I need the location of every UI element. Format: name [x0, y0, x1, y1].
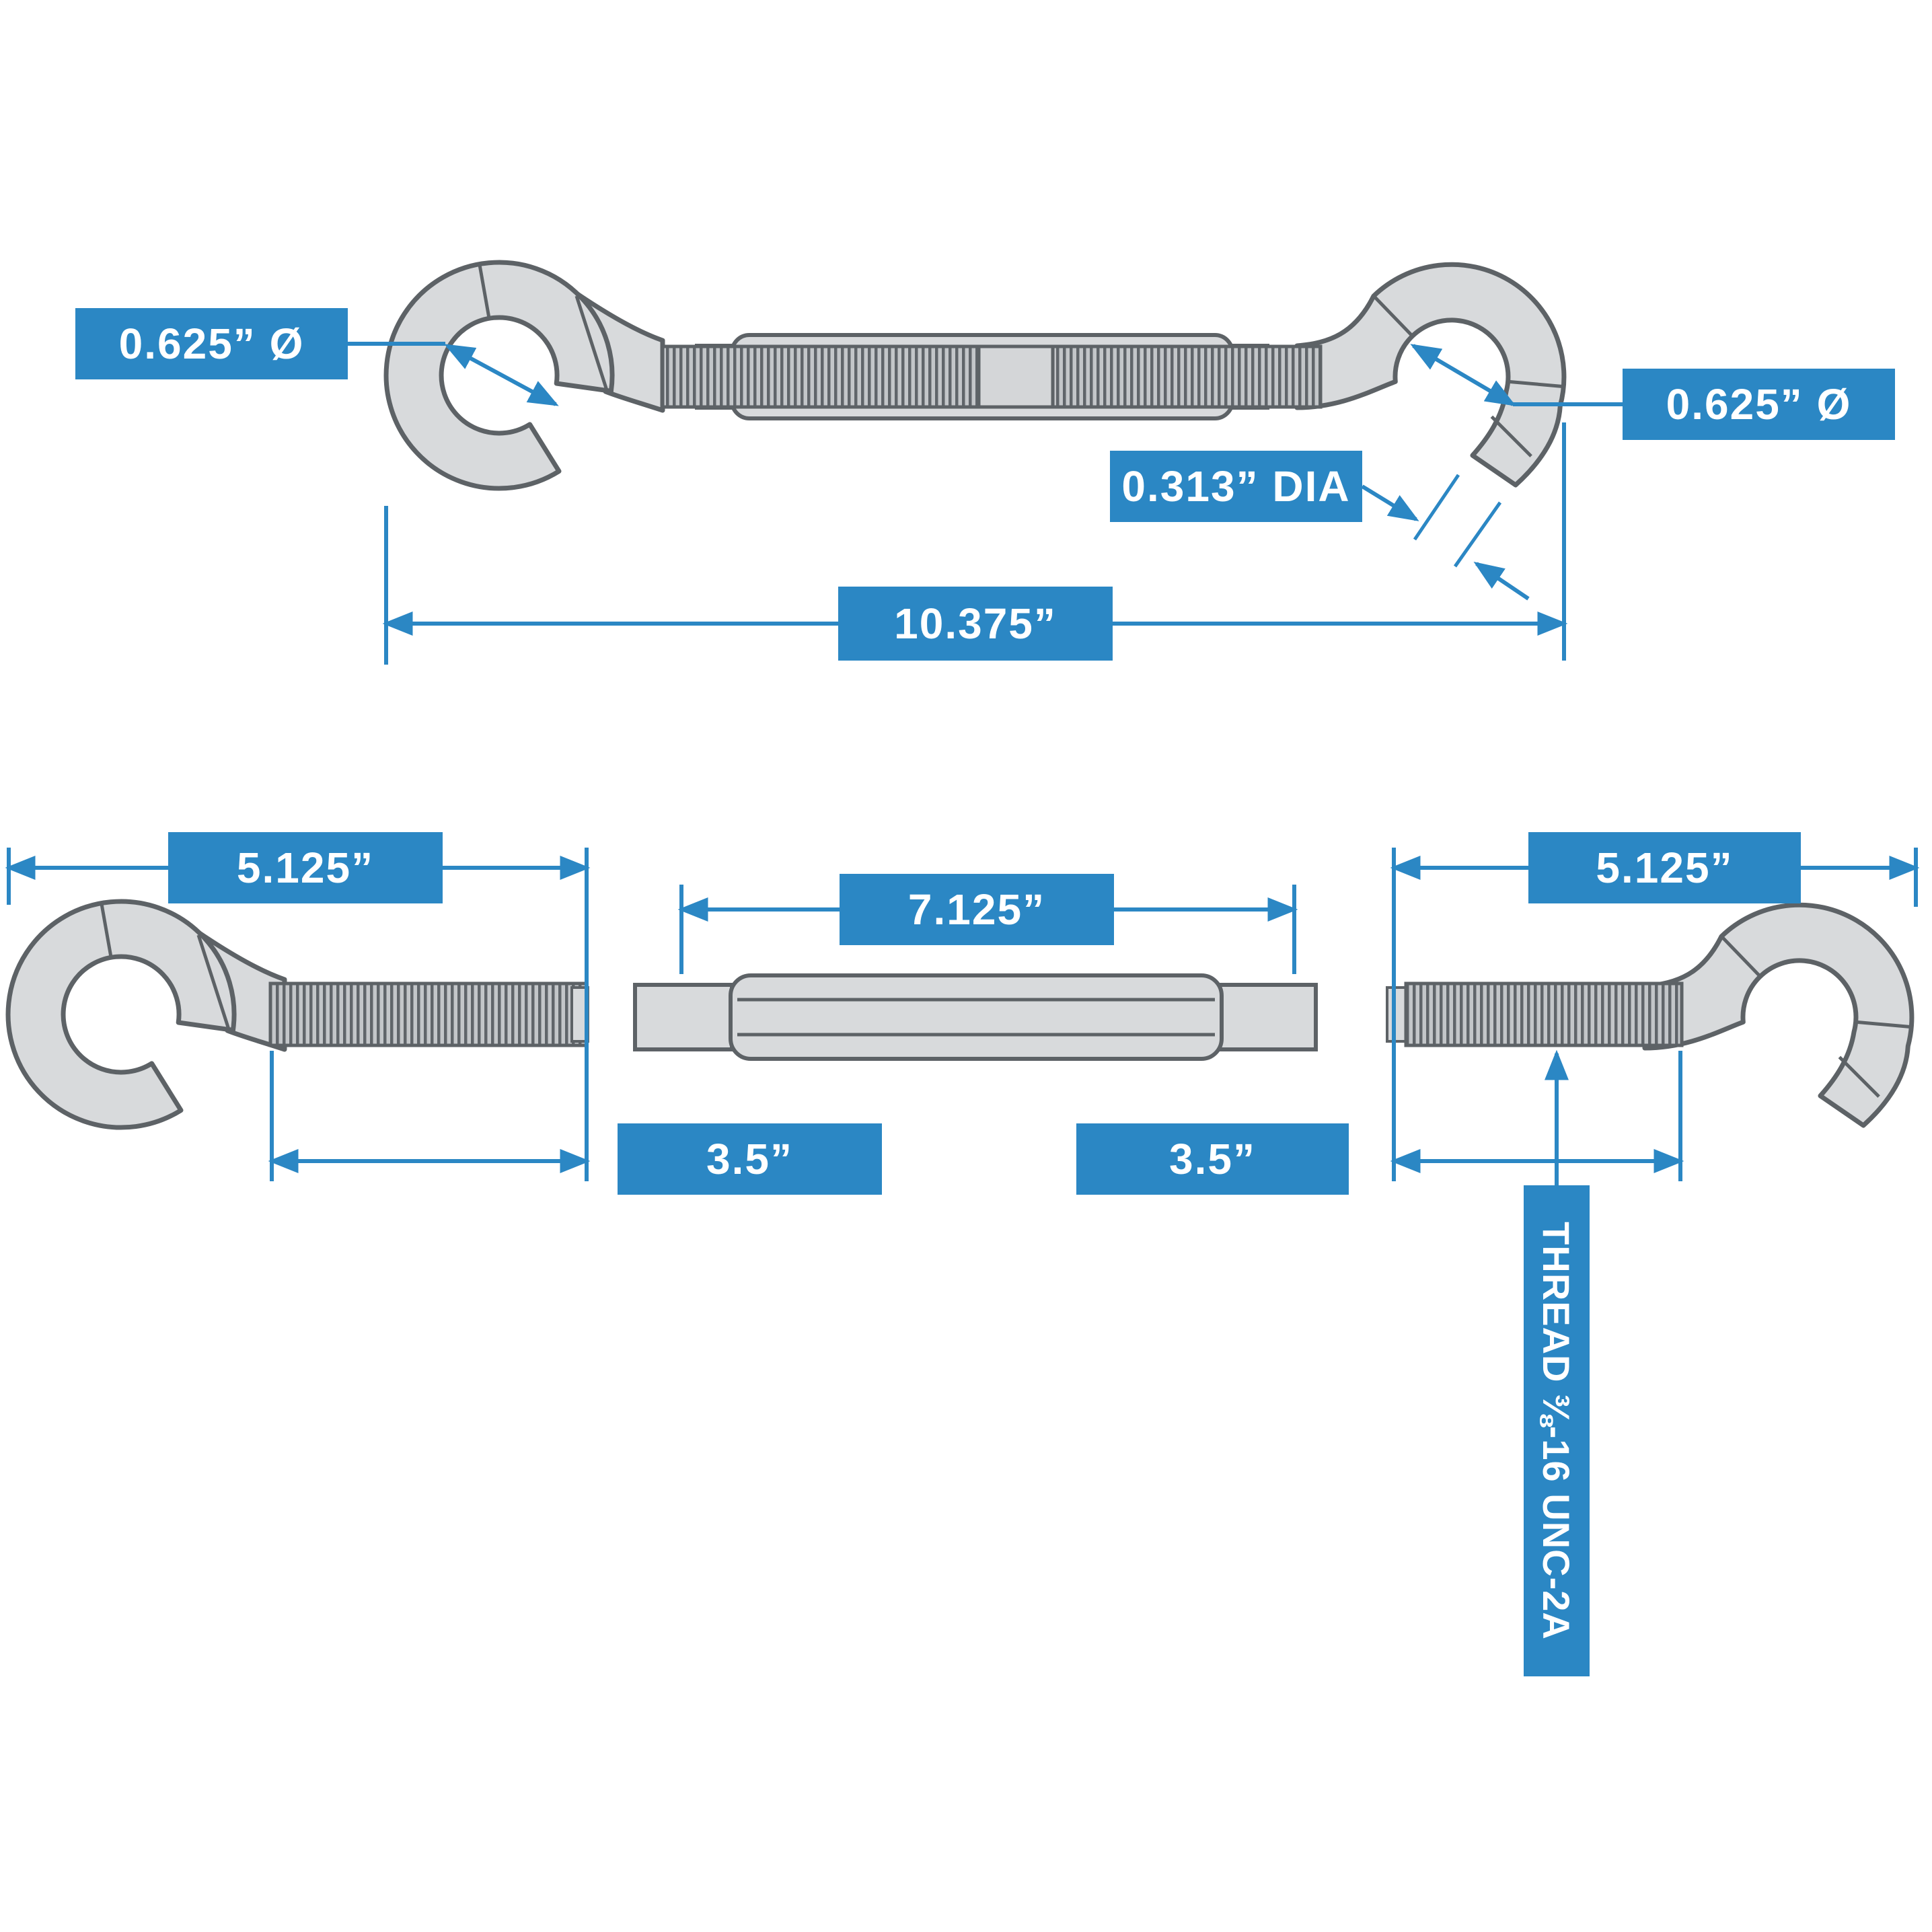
body-end-cap	[633, 983, 734, 1051]
body-center-boss	[977, 344, 1055, 409]
hook-bolt-part	[1386, 905, 1912, 1125]
eye-opening-diameter-label: 0.625” Ø	[75, 308, 348, 379]
threaded-rod-right	[1051, 344, 1323, 409]
diameter-arrow	[1410, 344, 1516, 406]
hook-opening-diameter-label: 0.625” Ø	[1623, 369, 1895, 440]
thread-spec-label: THREAD ⅜-16 UNC-2A	[1524, 1185, 1590, 1676]
assembled-turnbuckle	[386, 262, 1564, 488]
eye-bolt-eye	[8, 901, 285, 1127]
eye-bolt-part	[8, 901, 589, 1127]
eye-bolt-thread-length-label: 3.5”	[618, 1123, 882, 1195]
threaded-rod-left	[661, 344, 981, 409]
eye-bolt-threads	[268, 981, 589, 1047]
leader-arrow	[1361, 484, 1419, 521]
eye-end	[386, 262, 663, 488]
body-part	[633, 973, 1318, 1061]
body-barrel	[729, 973, 1224, 1061]
hook-bolt-hook	[1645, 905, 1912, 1125]
body-length-label: 7.125”	[840, 874, 1114, 945]
hook-bolt-threads	[1404, 981, 1684, 1047]
eye-bolt-length-label: 5.125”	[168, 832, 443, 903]
diameter-arrow	[444, 344, 559, 406]
diameter-tick	[1453, 501, 1502, 568]
overall-length-label: 10.375”	[838, 587, 1113, 661]
hook-bolt-length-label: 5.125”	[1528, 832, 1801, 903]
diameter-tick	[1413, 474, 1460, 541]
body-end-cap	[1217, 983, 1318, 1051]
hook-bolt-thread-length-label: 3.5”	[1076, 1123, 1349, 1195]
material-diameter-label: 0.313” DIA	[1110, 451, 1362, 522]
leader-arrow	[1473, 561, 1530, 601]
